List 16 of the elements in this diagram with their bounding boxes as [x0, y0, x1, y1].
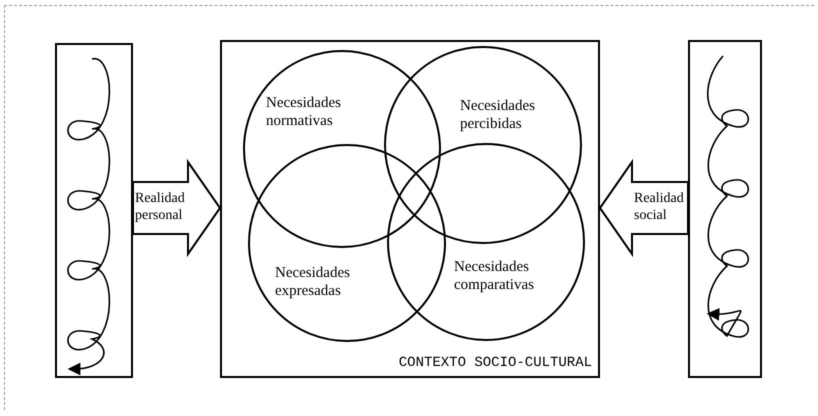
edge-label: Realidad social [634, 190, 685, 224]
circle-label: Necesidades normativas [266, 94, 342, 130]
side-panel [688, 40, 762, 378]
edge-label: Realidad personal [135, 190, 186, 224]
circle-label: Necesidades expresadas [275, 264, 351, 300]
venn-circle [248, 144, 446, 342]
side-panel [55, 43, 133, 378]
venn-circle [387, 143, 585, 341]
block-arrow [598, 158, 689, 258]
context-box [220, 40, 600, 378]
venn-circle [243, 50, 441, 248]
circle-label: Necesidades comparativas [454, 258, 535, 294]
context-label: CONTEXTO SOCIO-CULTURAL [398, 354, 592, 372]
circle-label: Necesidades percibidas [460, 97, 536, 133]
block-arrow [132, 158, 222, 258]
venn-circle [384, 46, 582, 244]
